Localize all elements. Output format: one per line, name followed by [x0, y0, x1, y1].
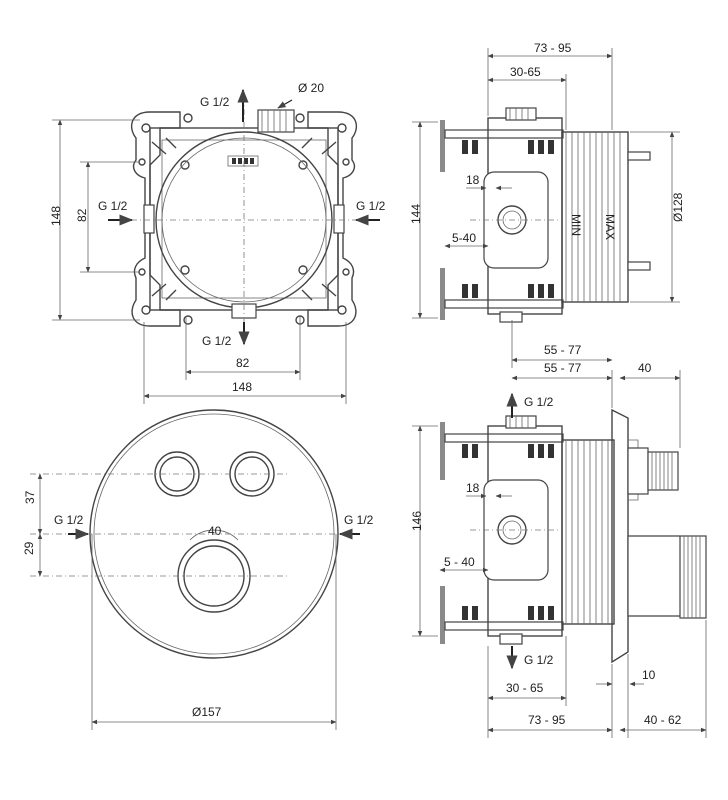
cover-plate-view: 40 G 1/2 G 1/2 37 29 Ø157: [22, 409, 374, 730]
assembled-depth-range-label: 73 - 95: [528, 713, 566, 727]
min-marker: MIN: [569, 214, 583, 236]
thermostat-knob-profile: [627, 535, 707, 619]
front-height-inner-label: 82: [75, 208, 89, 222]
rating-label: [227, 155, 259, 167]
thermostat-knob: [177, 529, 251, 613]
plate-spacing-upper-label: 37: [23, 490, 37, 504]
push-button-profile: [627, 447, 679, 495]
assembled-bottom-outlet-label: G 1/2: [524, 653, 554, 667]
assembled-height-label: 146: [410, 511, 424, 531]
side-depth-inner-label: 30-65: [510, 65, 541, 79]
side-offset-label: 18: [466, 173, 480, 187]
assembled-top-inlet-label: G 1/2: [524, 395, 554, 409]
mounting-rails: [444, 129, 564, 309]
side-diameter-label: Ø128: [671, 192, 685, 222]
front-width-outer-label: 148: [232, 380, 252, 394]
front-width-inner-label: 82: [236, 356, 250, 370]
right-inlet-stub: [333, 204, 345, 234]
side-inset-label: 5-40: [452, 231, 476, 245]
front-right-inlet-label: G 1/2: [356, 199, 386, 213]
assembled-depth-inner-label: 30 - 65: [506, 681, 544, 695]
assembled-protrusion-label: 40: [638, 361, 652, 375]
side-view-assembled: 55 - 77 40 G 1/2 18 146 5 - 40 G 1/2 30 …: [410, 361, 707, 738]
max-marker: MAX: [603, 214, 617, 240]
left-inlet-stub: [143, 204, 155, 234]
top-inlet-port: [257, 109, 295, 133]
assembled-rails: [444, 433, 564, 631]
side-view-box: MIN MAX 73 - 95 30-65 18 144 5-40 Ø128 5…: [409, 41, 685, 368]
plate-right-inlet-label: G 1/2: [344, 513, 374, 527]
temperature-scale-mark: 40: [208, 524, 222, 538]
front-top-inlet-label: G 1/2: [200, 95, 230, 109]
front-bottom-outlet-label: G 1/2: [202, 334, 232, 348]
plate-diameter-label: Ø157: [192, 705, 222, 719]
plate-profile: [611, 408, 629, 664]
ribbed-casing: [561, 131, 651, 303]
assembled-inset-label: 5 - 40: [444, 555, 475, 569]
front-height-outer-label: 148: [49, 206, 63, 226]
assembled-ribbed-casing: [561, 439, 615, 625]
plate-spacing-lower-label: 29: [22, 541, 36, 555]
assembled-handle-range-label: 40 - 62: [644, 713, 682, 727]
plate-left-inlet-label: G 1/2: [54, 513, 84, 527]
assembled-offset-label: 18: [466, 481, 480, 495]
front-left-inlet-label: G 1/2: [98, 199, 128, 213]
front-view: G 1/2 Ø 20 G 1/2 G 1/2 G 1/2 148 82 82 1…: [49, 81, 386, 404]
assembled-spacer-label: 10: [642, 668, 656, 682]
side-bottom-range-label: 55 - 77: [544, 343, 582, 357]
assembled-top-range-label: 55 - 77: [544, 361, 582, 375]
front-diameter-label: Ø 20: [298, 81, 324, 95]
side-height-label: 144: [409, 204, 423, 224]
side-depth-range-label: 73 - 95: [534, 41, 572, 55]
